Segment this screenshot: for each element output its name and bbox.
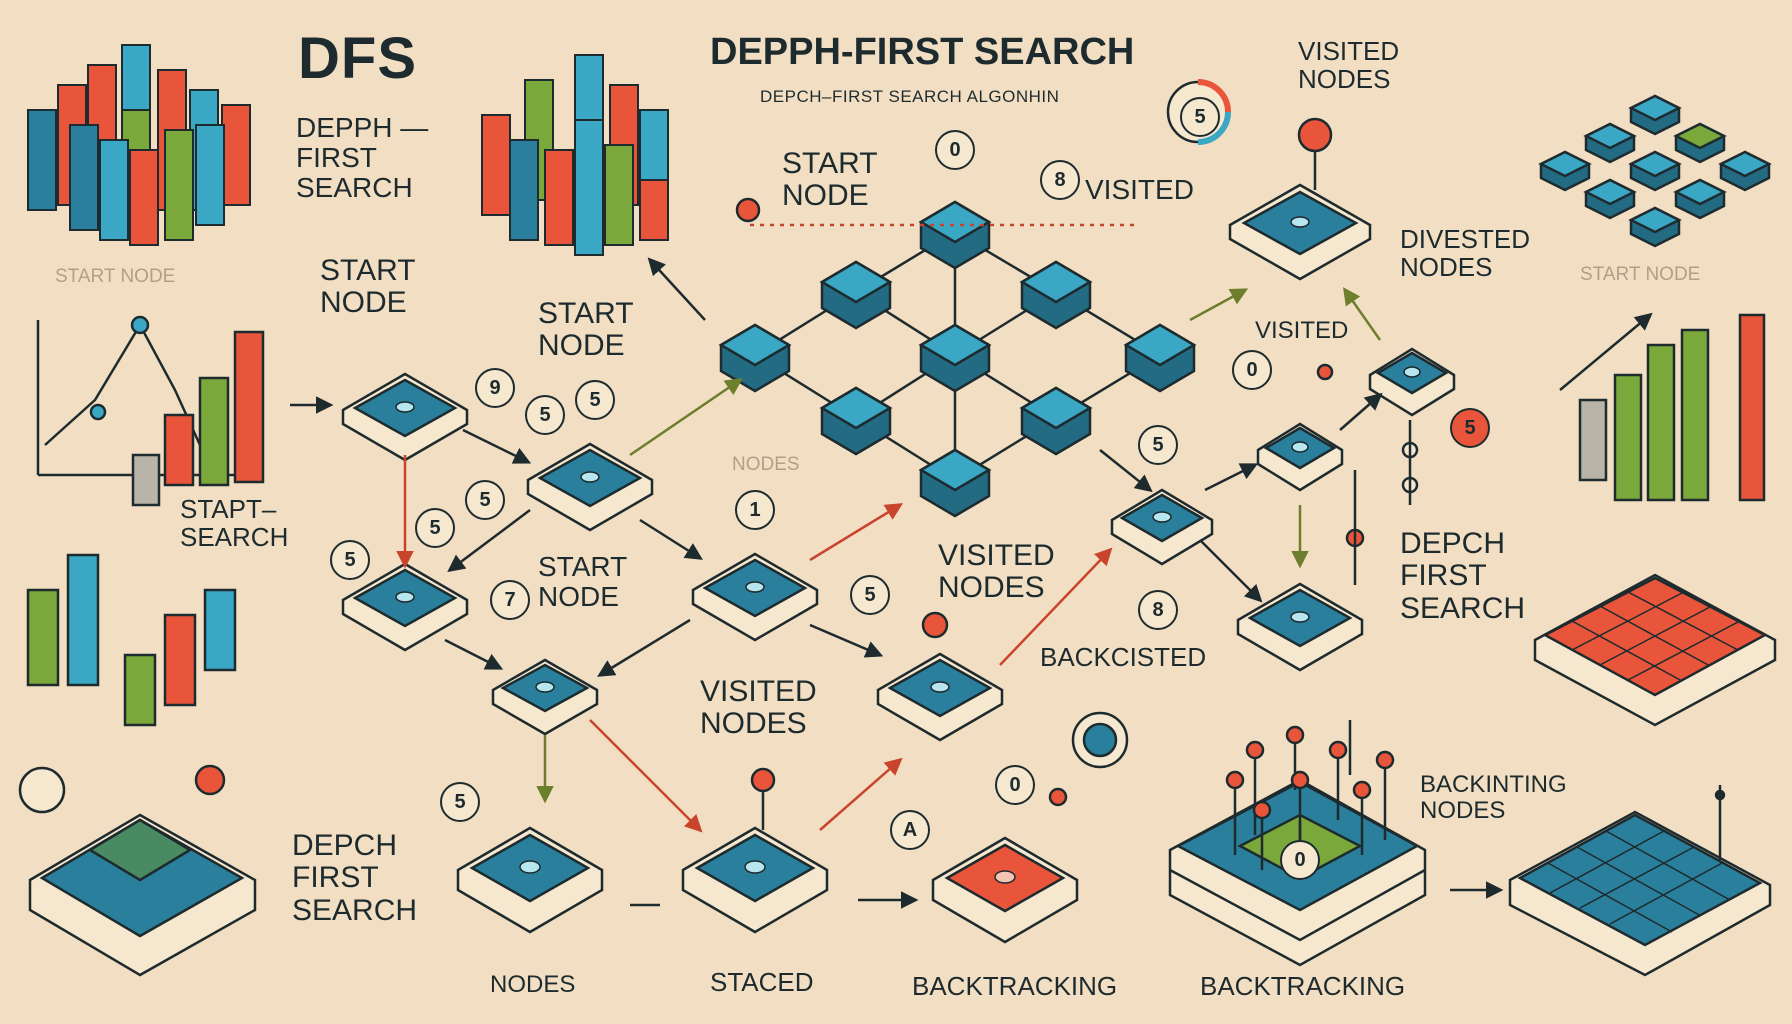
page-title: DEPPH-FIRST SEARCH <box>710 31 1135 73</box>
tile-node <box>1368 347 1456 417</box>
step-badge: 5 <box>440 782 480 822</box>
tile-node <box>1236 582 1364 672</box>
step-badge: 7 <box>490 580 530 620</box>
tile-node <box>1256 422 1344 492</box>
grid-slab-red <box>1533 573 1777 727</box>
step-badge: 5 <box>1450 408 1490 448</box>
step-badge: 5 <box>465 480 505 520</box>
label-visited-nodes-mid: VISITED NODES <box>938 539 1055 605</box>
label-bottom-nodes: NODES <box>490 971 576 998</box>
step-badge: 5 <box>575 380 615 420</box>
tile-node <box>491 658 599 736</box>
label-depch-first-search-right: DEPCH FIRST SEARCH <box>1400 527 1526 625</box>
graph-node <box>1123 323 1197 393</box>
label-start-node-3: START NODE <box>538 297 634 363</box>
graph-node <box>1019 386 1093 456</box>
label-visited-top: VISITED <box>1085 174 1194 205</box>
step-badge: 1 <box>735 490 775 530</box>
step-badge: 5 <box>850 575 890 615</box>
line-chart-left <box>36 315 265 507</box>
bar-cluster-top-center <box>481 54 669 256</box>
bar-cluster-top-left <box>27 44 251 246</box>
label-stapt-search: STAPT– SEARCH <box>180 494 289 553</box>
graph-node <box>819 260 893 330</box>
bar-group-left <box>26 553 237 727</box>
label-backcisted: BACKCISTED <box>1040 642 1207 672</box>
step-badge: 0 <box>1232 350 1272 390</box>
step-badge: 9 <box>475 368 515 408</box>
central-graph-nodes <box>718 200 1197 518</box>
logo-dfs: DFS <box>298 26 417 91</box>
step-badge: 5 <box>1138 425 1178 465</box>
traversal-arrows <box>290 223 1504 909</box>
label-backinting-nodes: BACKINTING NODES <box>1420 771 1567 824</box>
tile-node <box>681 826 829 934</box>
tile-node <box>341 562 469 652</box>
label-visited-nodes-lower: VISITED NODES <box>700 675 817 741</box>
graph-node <box>918 200 992 270</box>
tile-node-red <box>931 836 1079 944</box>
step-badge: 8 <box>1138 590 1178 630</box>
graph-node <box>819 386 893 456</box>
graph-node <box>1019 260 1093 330</box>
label-bottom-backtracking-1: BACKTRACKING <box>912 971 1118 1001</box>
label-divested-nodes: DIVESTED NODES <box>1400 224 1531 283</box>
step-badge: 5 <box>525 395 565 435</box>
step-badge: 0 <box>995 765 1035 805</box>
label-start-node-2: START NODE <box>320 254 416 320</box>
graph-node <box>918 448 992 518</box>
tile-node <box>1110 488 1214 566</box>
step-badge: 8 <box>1040 160 1080 200</box>
graph-node <box>718 323 792 393</box>
step-badge: 5 <box>330 540 370 580</box>
cube-grid-top-right <box>1538 94 1772 248</box>
platform-bottom-left <box>28 813 257 977</box>
step-badge: A <box>890 810 930 850</box>
tile-node <box>691 552 819 642</box>
label-start-node-faint-right: START NODE <box>1580 264 1701 285</box>
label-bottom-staced: STACED <box>710 967 814 997</box>
label-start-node-faint-left: START NODE <box>55 266 176 287</box>
bar-chart-right <box>1559 312 1766 502</box>
page-subtitle: DEPCH–FIRST SEARCH ALGONHIN <box>760 87 1060 106</box>
step-badge: 5 <box>1180 97 1220 137</box>
logo-subtitle: DEPPH — FIRST SEARCH <box>296 112 429 204</box>
label-start-node-1: START NODE <box>782 147 878 213</box>
tile-node <box>1228 183 1372 281</box>
tile-nodes <box>341 183 1456 944</box>
label-visited-nodes-top: VISITED NODES <box>1298 36 1400 95</box>
grid-slab-blue <box>1508 810 1772 977</box>
tile-node <box>456 826 604 934</box>
label-nodes-faint: NODES <box>732 454 800 475</box>
step-badge: 0 <box>935 130 975 170</box>
step-badge: 5 <box>415 508 455 548</box>
graph-node <box>918 323 992 393</box>
tile-node <box>876 652 1004 742</box>
tile-node <box>526 442 654 532</box>
label-depch-first-search-left: DEPCH FIRST SEARCH <box>292 829 418 927</box>
label-bottom-backtracking-2: BACKTRACKING <box>1200 971 1406 1001</box>
step-badge: 0 <box>1280 840 1320 880</box>
label-start-node-4: START NODE <box>538 551 628 613</box>
label-visited-right: VISITED <box>1255 317 1349 344</box>
tile-node <box>341 372 469 462</box>
